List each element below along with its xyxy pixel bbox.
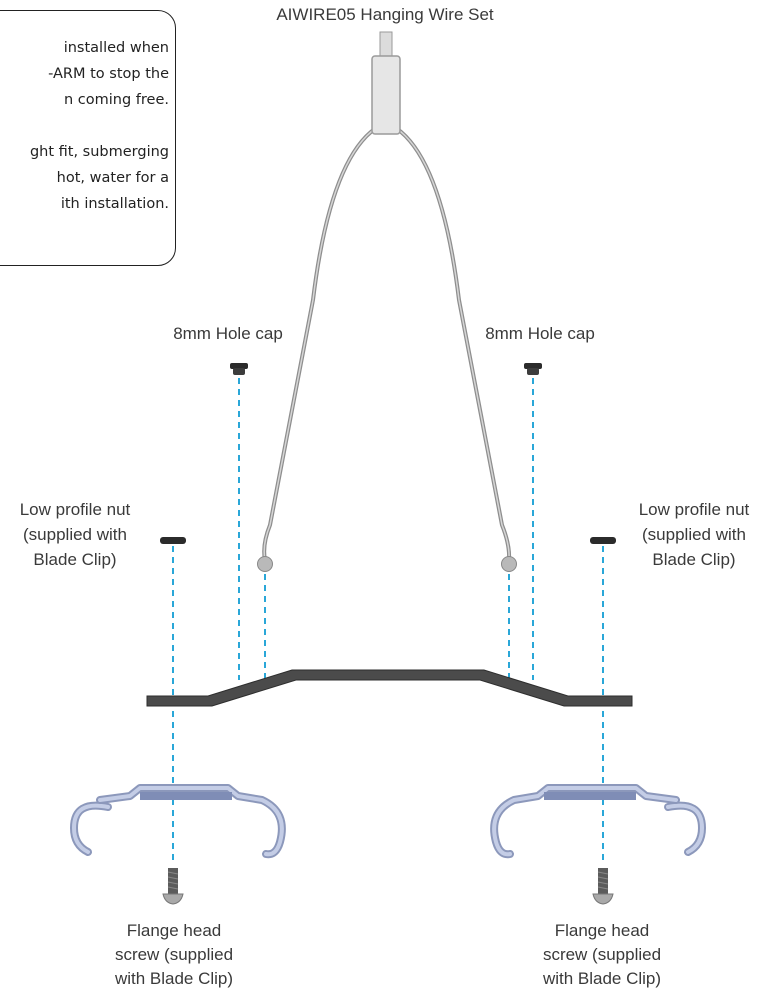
blade-clip-left — [69, 784, 286, 859]
hole-cap-right-label: 8mm Hole cap — [485, 324, 595, 343]
note-line: ght fit, submerging — [29, 144, 169, 160]
nut-right-label-line: Low profile nut — [638, 500, 750, 519]
note-line: -ARM to stop the — [48, 66, 169, 82]
arm-plate — [146, 669, 633, 707]
flange-head-screw-right — [592, 868, 614, 905]
hanging-wire — [257, 31, 517, 572]
hole-cap-right — [524, 363, 542, 375]
diagram-title: AIWIRE05 Hanging Wire Set — [276, 5, 494, 24]
nut-left-label-line: Blade Clip) — [33, 550, 117, 569]
hole-cap-left — [230, 363, 248, 375]
nut-left-label-line: Low profile nut — [19, 500, 131, 519]
screw-left-label-line: screw (supplied — [114, 945, 234, 964]
hole-cap-left-label: 8mm Hole cap — [173, 324, 283, 343]
note-line: hot, water for a — [56, 170, 169, 186]
installation-note: installed when -ARM to stop the n coming… — [0, 10, 176, 266]
nut-right-label: Low profile nut (supplied with Blade Cli… — [620, 499, 768, 571]
wire-ball-left — [257, 556, 273, 572]
nut-right-label-line: Blade Clip) — [652, 550, 736, 569]
screw-right-label-line: screw (supplied — [542, 945, 662, 964]
note-line: ith installation. — [60, 196, 169, 212]
nut-right-label-line: (supplied with — [642, 525, 746, 544]
screw-left-label: Flange head screw (supplied with Blade C… — [88, 920, 260, 990]
note-line: n coming free. — [64, 92, 169, 108]
screw-right-label: Flange head screw (supplied with Blade C… — [516, 920, 688, 990]
flange-head-screw-left — [162, 868, 184, 905]
screw-left-label-line: with Blade Clip) — [114, 969, 234, 988]
screw-right-label-line: Flange head — [554, 921, 650, 940]
note-line: installed when — [63, 40, 169, 56]
nut-left-label-line: (supplied with — [23, 525, 127, 544]
blade-clip-right — [490, 784, 707, 859]
screw-left-label-line: Flange head — [126, 921, 222, 940]
wire-ball-right — [501, 556, 517, 572]
nut-left-label: Low profile nut (supplied with Blade Cli… — [0, 499, 150, 571]
screw-right-label-line: with Blade Clip) — [542, 969, 662, 988]
wire-gripper — [371, 55, 401, 135]
low-profile-nut-left — [160, 537, 186, 544]
low-profile-nut-right — [590, 537, 616, 544]
